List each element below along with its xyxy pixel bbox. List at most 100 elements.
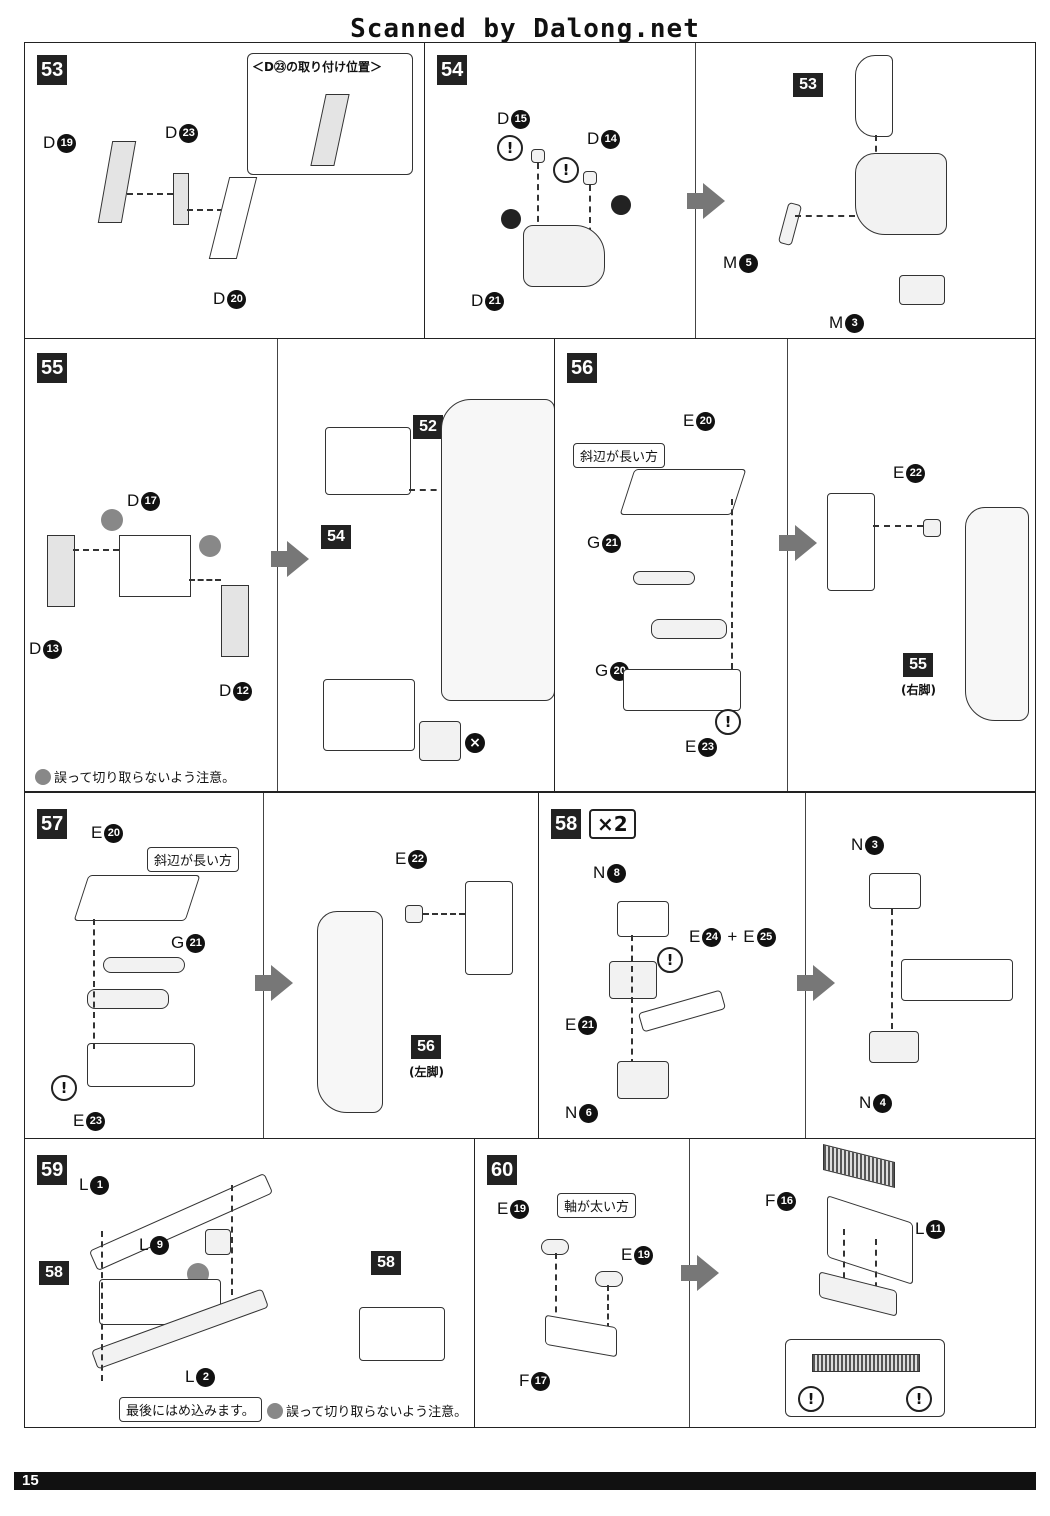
assembly-guide xyxy=(231,1185,233,1295)
subassembly-ref: 53 xyxy=(793,73,823,97)
part-drawing xyxy=(523,225,605,287)
assembly-guide xyxy=(409,489,469,491)
part-drawing xyxy=(221,585,249,657)
part-drawing xyxy=(441,399,555,701)
part-drawing xyxy=(583,171,597,185)
part-drawing xyxy=(88,1172,274,1272)
part-drawing xyxy=(87,1043,195,1087)
part-drawing xyxy=(208,177,258,259)
left-leg-note: (左脚) xyxy=(409,1065,444,1079)
caution-icon: ! xyxy=(657,947,683,973)
step-number: 59 xyxy=(37,1155,68,1185)
scan-header: Scanned by Dalong.net xyxy=(350,14,700,44)
placement-inset: ＜D㉓の取り付け位置＞ xyxy=(247,53,413,175)
part-drawing xyxy=(359,1307,445,1361)
assembly-guide xyxy=(189,579,221,581)
caution-icon: ! xyxy=(798,1386,824,1412)
step-number: 58 xyxy=(551,809,582,839)
assembly-guide xyxy=(127,193,173,195)
assembly-guide xyxy=(589,185,591,255)
subassembly-ref: 55 xyxy=(903,653,933,677)
divider xyxy=(787,339,788,791)
part-drawing xyxy=(823,1144,895,1188)
part-drawing xyxy=(595,1271,623,1287)
caution-inset: ! ! xyxy=(785,1339,945,1417)
subassembly-ref: 56 xyxy=(411,1035,441,1059)
step-number: 54 xyxy=(437,55,468,85)
part-drawing xyxy=(73,875,201,921)
divider xyxy=(805,793,806,1139)
caution-icon xyxy=(101,509,123,531)
divider xyxy=(695,43,696,339)
part-drawing xyxy=(419,721,461,761)
cut-gate-icon xyxy=(501,209,521,229)
part-drawing xyxy=(901,959,1013,1001)
assembly-guide xyxy=(93,919,95,1049)
quantity-badge: ×2 xyxy=(589,809,636,839)
arrow-icon xyxy=(779,535,795,551)
divider xyxy=(263,793,264,1139)
arrow-icon xyxy=(813,965,835,1001)
part-drawing xyxy=(923,519,941,537)
arrow-icon xyxy=(703,183,725,219)
part-drawing xyxy=(97,141,137,223)
part-drawing xyxy=(317,911,383,1113)
caution-icon: ! xyxy=(715,709,741,735)
part-drawing xyxy=(405,905,423,923)
assembly-guide xyxy=(423,913,465,915)
part-drawing xyxy=(899,275,945,305)
callout: 斜辺が長い方 xyxy=(147,847,240,872)
part-drawing xyxy=(777,201,803,247)
arrow-icon xyxy=(687,193,703,209)
assembly-guide xyxy=(607,1285,609,1329)
part-drawing xyxy=(869,873,921,909)
footer-bar xyxy=(14,1472,1036,1490)
assembly-guide xyxy=(731,499,733,669)
arrow-icon xyxy=(255,975,271,991)
part-drawing xyxy=(531,149,545,163)
part-drawing xyxy=(323,679,415,751)
cut-gate-icon xyxy=(611,195,631,215)
part-drawing xyxy=(47,535,75,607)
right-leg-note: (右脚) xyxy=(901,683,936,697)
step-number: 56 xyxy=(567,353,598,383)
caution-icon: ! xyxy=(51,1075,77,1101)
step-number: 55 xyxy=(37,353,68,383)
subassembly-ref: 58 xyxy=(371,1251,401,1275)
assembly-guide xyxy=(795,215,855,217)
part-drawing xyxy=(819,1271,897,1317)
caution-note: 誤って切り取らないよう注意。 xyxy=(35,767,235,786)
callout: 最後にはめ込みます。 xyxy=(119,1397,262,1422)
caution-icon: ! xyxy=(553,157,579,183)
arrow-icon xyxy=(681,1265,697,1281)
assembly-guide xyxy=(873,525,923,527)
part-drawing xyxy=(855,55,893,137)
assembly-guide xyxy=(187,209,223,211)
arrow-icon xyxy=(795,525,817,561)
part-drawing xyxy=(609,961,657,999)
divider xyxy=(689,1139,690,1427)
